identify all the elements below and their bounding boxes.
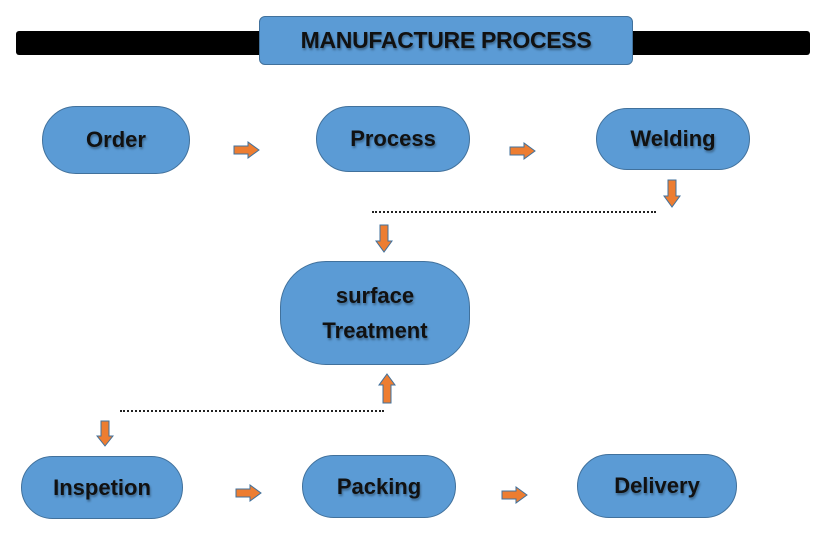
dotted-connector-bottom [120,410,384,412]
surface-line-2: Treatment [322,318,428,343]
surface-line-1: surface [335,282,415,308]
diagram-title: MANUFACTURE PROCESS [259,16,633,65]
node-process: Process [316,106,470,172]
node-packing: Packing [302,455,456,518]
arrow-right-icon [235,484,262,502]
arrow-right-icon [501,486,528,504]
arrow-down-icon [96,420,114,447]
arrow-up-icon [378,373,396,404]
arrow-down-icon [663,179,681,208]
dotted-connector-top [372,211,656,213]
node-delivery: Delivery [577,454,737,518]
node-surface-treatment: surface Treatment [280,261,470,365]
node-welding: Welding [596,108,750,170]
node-inspection: Inspetion [21,456,183,519]
arrow-down-icon [375,224,393,253]
node-order: Order [42,106,190,174]
arrow-right-icon [509,142,536,160]
arrow-right-icon [233,141,260,159]
